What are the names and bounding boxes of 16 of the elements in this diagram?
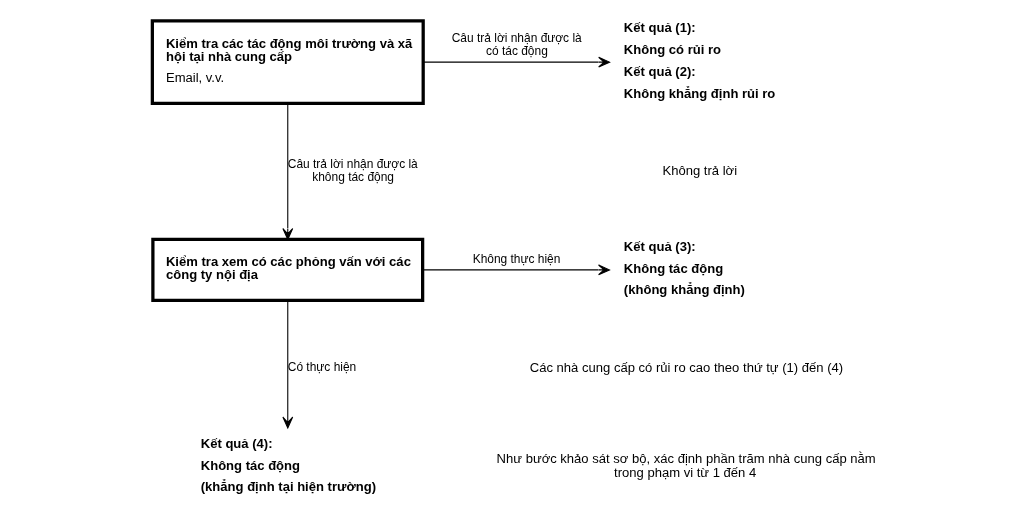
edge-label: Câu trả lời nhận được là không tác động <box>287 156 418 185</box>
node-text: Kết quả (3): Không tác động (không khẳng định) <box>623 238 745 298</box>
arrow <box>282 299 294 429</box>
arrow <box>422 56 611 68</box>
node-box: Kiểm tra xem có các phỏng vấn với các công ty nội địa <box>151 237 425 302</box>
arrow <box>422 264 611 276</box>
node-text: Kết quả (1): Không có rủi ro Kết quả (2): Không khẳng định rủi ro <box>623 20 776 101</box>
label: Không trả lời <box>662 162 738 178</box>
label: Như bước khảo sát sơ bộ, xác định phần trăm nhà cung cấp nằm trong phạm vi từ 1 đến 4 <box>496 451 876 481</box>
node-box: Kiểm tra các tác động môi trường và xã hội tại nhà cung cấp Email, v.v. <box>150 19 425 106</box>
edge-label: Câu trả lời nhận được là có tác động <box>451 31 582 59</box>
node-text: Kết quả (4): Không tác động (khẳng định tại hiện trường) <box>200 435 377 495</box>
edge-label: Có thực hiện <box>287 360 357 375</box>
label: Các nhà cung cấp có rủi ro cao theo thứ tự (1) đến (4) <box>529 359 844 375</box>
arrow <box>282 102 294 240</box>
edge-label: Không thực hiện <box>472 252 561 267</box>
